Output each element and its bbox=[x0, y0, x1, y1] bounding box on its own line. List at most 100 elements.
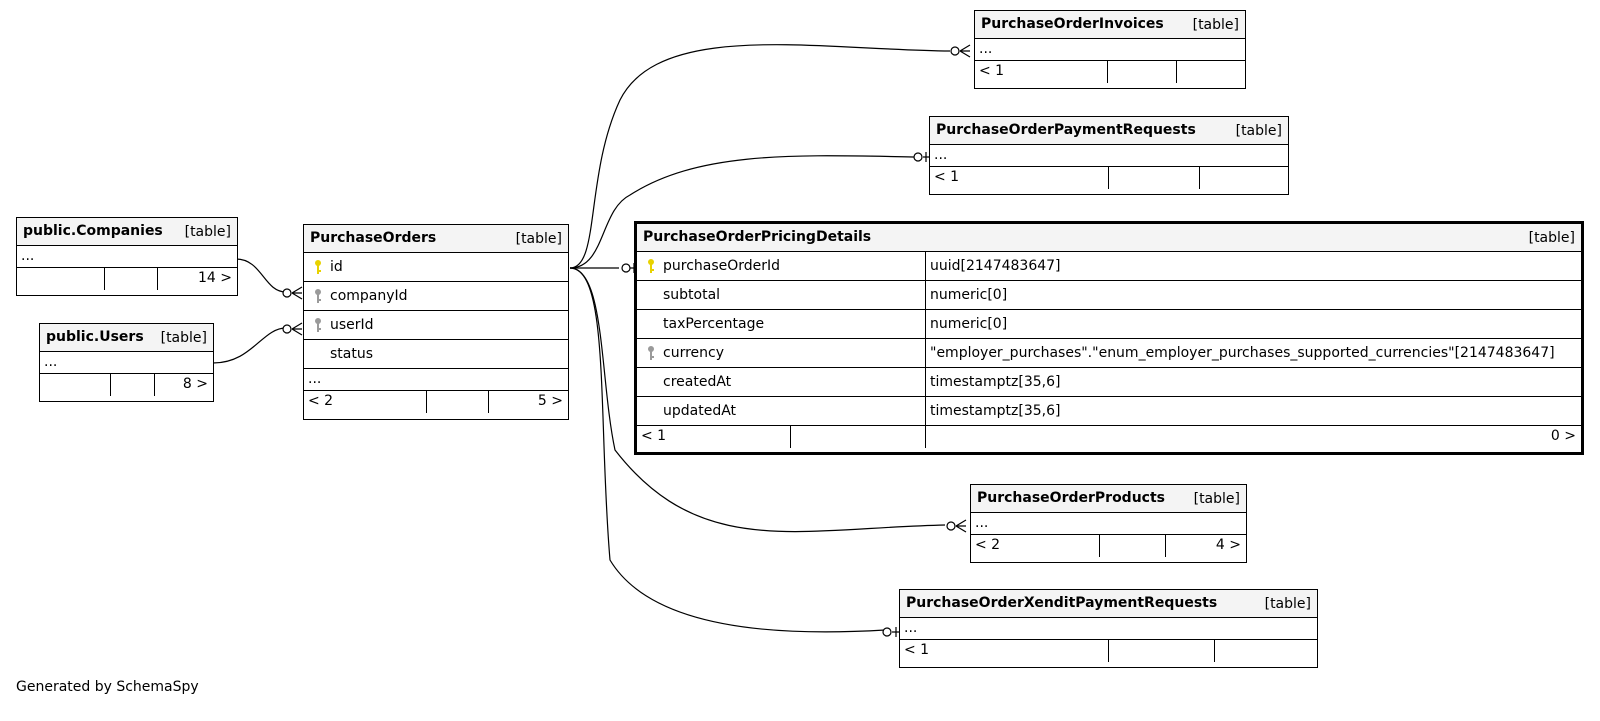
table-header: PurchaseOrderInvoices [table] bbox=[975, 11, 1245, 39]
children-cell bbox=[1214, 640, 1317, 662]
column-row-currency[interactable]: currency "employer_purchases"."enum_empl… bbox=[637, 339, 1581, 368]
columns-ellipsis: ... bbox=[975, 39, 1245, 61]
column-row-userid[interactable]: userId bbox=[304, 311, 568, 340]
parents-count[interactable]: < 1 bbox=[641, 428, 667, 444]
children-cell: 0 > bbox=[925, 426, 1581, 448]
children-count[interactable]: 4 > bbox=[1215, 537, 1241, 553]
table-purchaseorderpaymentrequests[interactable]: PurchaseOrderPaymentRequests [table] ...… bbox=[929, 116, 1289, 195]
column-name: currency bbox=[663, 345, 724, 361]
parents-count[interactable]: < 1 bbox=[904, 642, 930, 658]
parents-cell[interactable]: < 1 bbox=[637, 426, 790, 448]
table-footer: < 1 bbox=[975, 61, 1245, 83]
column-row-companyid[interactable]: companyId bbox=[304, 282, 568, 311]
table-kind-label: [table] bbox=[1264, 596, 1311, 612]
primary-key-icon bbox=[648, 259, 654, 273]
column-type: numeric[0] bbox=[930, 287, 1008, 303]
table-kind-label: [table] bbox=[515, 231, 562, 247]
table-footer: 8 > bbox=[40, 374, 213, 396]
table-header: public.Users [table] bbox=[40, 324, 213, 352]
table-name: PurchaseOrders bbox=[310, 230, 437, 246]
column-row-id[interactable]: id bbox=[304, 253, 568, 282]
parents-cell[interactable]: < 2 bbox=[304, 391, 426, 413]
table-purchaseorderpricingdetails[interactable]: PurchaseOrderPricingDetails [table] purc… bbox=[634, 221, 1584, 455]
column-row-updatedat[interactable]: updatedAt timestamptz[35,6] bbox=[637, 397, 1581, 426]
children-cell bbox=[1176, 61, 1245, 83]
table-kind-label: [table] bbox=[184, 224, 231, 240]
column-type: uuid[2147483647] bbox=[930, 258, 1061, 274]
parents-cell bbox=[40, 374, 110, 396]
parents-cell bbox=[17, 268, 104, 290]
table-footer: < 1 bbox=[930, 167, 1288, 189]
rel-orders-invoices bbox=[569, 44, 951, 269]
rows-cell bbox=[104, 268, 157, 290]
column-type: timestamptz[35,6] bbox=[930, 374, 1061, 390]
table-name: public.Companies bbox=[23, 223, 163, 239]
table-purchaseorderxenditpaymentrequests[interactable]: PurchaseOrderXenditPaymentRequests [tabl… bbox=[899, 589, 1318, 668]
columns-ellipsis: ... bbox=[971, 513, 1246, 535]
table-header: PurchaseOrderXenditPaymentRequests [tabl… bbox=[900, 590, 1317, 618]
rows-cell bbox=[1107, 61, 1176, 83]
table-header: PurchaseOrderPaymentRequests [table] bbox=[930, 117, 1288, 145]
table-header: PurchaseOrders [table] bbox=[304, 225, 568, 253]
crowfoot-markers bbox=[282, 44, 971, 533]
table-name: PurchaseOrderInvoices bbox=[981, 16, 1164, 32]
parents-count[interactable]: < 2 bbox=[975, 537, 1001, 553]
table-name: PurchaseOrderPaymentRequests bbox=[936, 122, 1196, 138]
children-cell[interactable]: 4 > bbox=[1165, 535, 1246, 557]
parents-cell[interactable]: < 1 bbox=[900, 640, 1108, 662]
table-purchaseorderinvoices[interactable]: PurchaseOrderInvoices [table] ... < 1 bbox=[974, 10, 1246, 89]
rows-cell bbox=[110, 374, 154, 396]
column-name: companyId bbox=[330, 288, 408, 304]
column-row-subtotal[interactable]: subtotal numeric[0] bbox=[637, 281, 1581, 310]
table-name: PurchaseOrderProducts bbox=[977, 490, 1165, 506]
table-companies[interactable]: public.Companies [table] ... 14 > bbox=[16, 217, 238, 296]
children-cell[interactable]: 5 > bbox=[488, 391, 568, 413]
table-header: public.Companies [table] bbox=[17, 218, 237, 246]
primary-key-icon bbox=[315, 260, 321, 274]
parents-cell[interactable]: < 1 bbox=[930, 167, 1108, 189]
children-count[interactable]: 5 > bbox=[537, 393, 563, 409]
children-cell[interactable]: 14 > bbox=[157, 268, 237, 290]
table-kind-label: [table] bbox=[1192, 17, 1239, 33]
rows-cell bbox=[1108, 167, 1199, 189]
table-footer: < 2 5 > bbox=[304, 391, 568, 413]
column-name: purchaseOrderId bbox=[663, 258, 781, 274]
children-count: 0 > bbox=[1550, 428, 1576, 444]
parents-count[interactable]: < 1 bbox=[934, 169, 960, 185]
table-kind-label: [table] bbox=[1235, 123, 1282, 139]
parents-count[interactable]: < 1 bbox=[979, 63, 1005, 79]
columns-ellipsis: ... bbox=[900, 618, 1317, 640]
children-count[interactable]: 8 > bbox=[182, 376, 208, 392]
rel-users-purchaseorders bbox=[212, 327, 287, 364]
column-name: taxPercentage bbox=[663, 316, 765, 332]
table-purchaseorderproducts[interactable]: PurchaseOrderProducts [table] ... < 2 4 … bbox=[970, 484, 1247, 563]
parents-count[interactable]: < 2 bbox=[308, 393, 334, 409]
column-row-taxpercentage[interactable]: taxPercentage numeric[0] bbox=[637, 310, 1581, 339]
table-users[interactable]: public.Users [table] ... 8 > bbox=[39, 323, 214, 402]
parents-cell[interactable]: < 1 bbox=[975, 61, 1107, 83]
parents-cell[interactable]: < 2 bbox=[971, 535, 1099, 557]
column-row-purchaseorderid[interactable]: purchaseOrderId uuid[2147483647] bbox=[637, 252, 1581, 281]
table-name: public.Users bbox=[46, 329, 144, 345]
rows-cell bbox=[790, 426, 925, 448]
rows-cell bbox=[426, 391, 488, 413]
rows-cell bbox=[1099, 535, 1165, 557]
children-cell bbox=[1199, 167, 1288, 189]
column-name: updatedAt bbox=[663, 403, 737, 419]
foreign-key-icon bbox=[315, 289, 321, 303]
column-row-createdat[interactable]: createdAt timestamptz[35,6] bbox=[637, 368, 1581, 397]
foreign-key-icon bbox=[648, 346, 654, 360]
table-kind-label: [table] bbox=[1528, 230, 1575, 246]
column-row-status[interactable]: status bbox=[304, 340, 568, 369]
table-footer: < 2 4 > bbox=[971, 535, 1246, 557]
table-purchaseorders[interactable]: PurchaseOrders [table] id companyId user… bbox=[303, 224, 569, 420]
table-footer: < 1 bbox=[900, 640, 1317, 662]
columns-ellipsis: ... bbox=[17, 246, 237, 268]
rows-cell bbox=[1108, 640, 1214, 662]
column-type: "employer_purchases"."enum_employer_purc… bbox=[930, 345, 1555, 361]
table-header: PurchaseOrderProducts [table] bbox=[971, 485, 1246, 513]
columns-ellipsis: ... bbox=[930, 145, 1288, 167]
children-count[interactable]: 14 > bbox=[198, 270, 232, 286]
children-cell[interactable]: 8 > bbox=[154, 374, 213, 396]
column-type: timestamptz[35,6] bbox=[930, 403, 1061, 419]
